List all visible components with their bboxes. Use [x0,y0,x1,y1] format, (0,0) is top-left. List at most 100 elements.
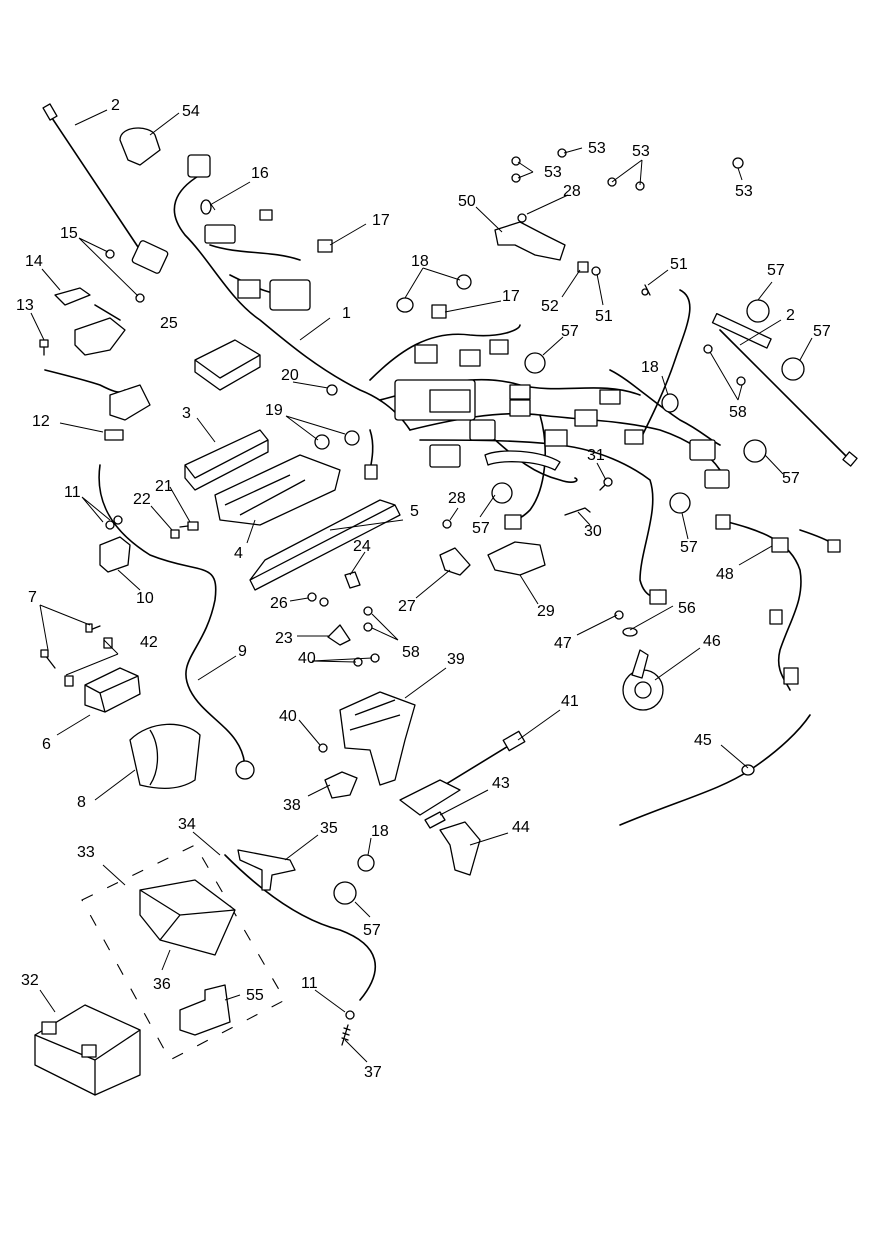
tray-bracket [214,454,341,526]
screws-40 [318,653,380,753]
callout-41: 41 [561,693,579,710]
bracket-44 [439,821,481,876]
callout-57c: 57 [561,323,579,340]
sensor-lead-left [42,103,169,274]
grommets-19 [314,430,360,450]
callout-57a: 57 [767,262,785,279]
callout-58a: 58 [729,404,747,421]
sub-harness-48 [715,514,841,691]
callout-26: 26 [270,595,288,612]
cover-strip [249,499,401,591]
gasket-55 [179,984,231,1036]
nuts-11 [105,515,355,1020]
callout-22: 22 [133,491,151,508]
callout-8: 8 [77,794,86,811]
callout-35: 35 [320,820,338,837]
fuses-42 [64,637,113,687]
callout-18b: 18 [641,359,659,376]
callout-19: 19 [265,402,283,419]
callout-57e: 57 [472,520,490,537]
callout-24: 24 [353,538,371,555]
callout-50: 50 [458,193,476,210]
leader-lines [30,109,813,1063]
callout-45: 45 [694,732,712,749]
sensor-lead-right [711,312,858,467]
callout-51a: 51 [670,256,688,273]
callout-12: 12 [32,413,50,430]
grommet-16 [200,199,212,215]
callout-1: 1 [342,305,351,322]
sensor-29 [487,541,546,576]
callout-17a: 17 [372,212,390,229]
bracket-50 [494,221,566,261]
callout-53d: 53 [735,183,753,200]
callout-44: 44 [512,819,530,836]
callout-28a: 28 [448,490,466,507]
switch-14 [54,287,126,356]
terminal-cover-54 [119,127,161,166]
callout-57d: 57 [782,470,800,487]
sensor-12 [44,369,151,441]
horn [622,649,664,711]
callout-17b: 17 [502,288,520,305]
control-unit-25 [194,339,261,391]
grommets-18 [357,274,679,872]
relay-17a [317,239,333,253]
mounting-bracket-39 [339,691,416,786]
cable-9-terminal [235,760,255,780]
callout-25: 25 [160,315,178,332]
cable-45 [619,714,811,826]
callout-57b: 57 [813,323,831,340]
relay-module [84,667,141,713]
sensor-27 [439,547,471,576]
callout-4: 4 [234,545,243,562]
callout-14: 14 [25,253,43,270]
callout-27: 27 [398,598,416,615]
callout-9: 9 [238,643,247,660]
callout-18a: 18 [411,253,429,270]
callout-53c: 53 [632,143,650,160]
callout-46: 46 [703,633,721,650]
battery-tray [139,879,236,956]
clips-58 [363,344,746,632]
cover-part [184,429,269,491]
callout-33: 33 [77,844,95,861]
bolt-37 [341,1024,351,1046]
callout-34: 34 [178,816,196,833]
fasteners-51-53 [511,148,744,296]
battery-lead-34 [224,854,376,1001]
callout-31: 31 [587,447,605,464]
callout-30: 30 [584,523,602,540]
callout-13: 13 [16,297,34,314]
callout-54: 54 [182,103,200,120]
callout-28b: 28 [563,183,581,200]
callout-15: 15 [60,225,78,242]
screws-7 [40,623,101,669]
callout-10: 10 [136,590,154,607]
callout-53a: 53 [588,140,606,157]
callout-52: 52 [541,298,559,315]
callout-labels: 1 2 2 3 4 5 6 7 8 9 10 11 11 12 13 14 15… [16,97,831,1081]
callout-40a: 40 [298,650,316,667]
callout-55: 55 [246,987,264,1004]
cable-45-clip [741,764,755,776]
callout-40b: 40 [279,708,297,725]
callout-2a: 2 [111,97,120,114]
callout-43: 43 [492,775,510,792]
spring-30 [564,507,591,516]
sub-lead-41 [399,730,526,816]
fasteners-21-22 [170,521,199,539]
callout-20: 20 [281,367,299,384]
callout-7: 7 [28,589,37,606]
callout-36: 36 [153,976,171,993]
callout-42: 42 [140,634,158,651]
callout-48: 48 [716,566,734,583]
callout-6: 6 [42,736,51,753]
callout-11a: 11 [64,484,81,501]
callout-32: 32 [21,972,39,989]
callout-18c: 18 [371,823,389,840]
callout-2b: 2 [786,307,795,324]
small-parts [307,213,527,646]
callout-23: 23 [275,630,293,647]
bracket-35 [237,849,296,891]
